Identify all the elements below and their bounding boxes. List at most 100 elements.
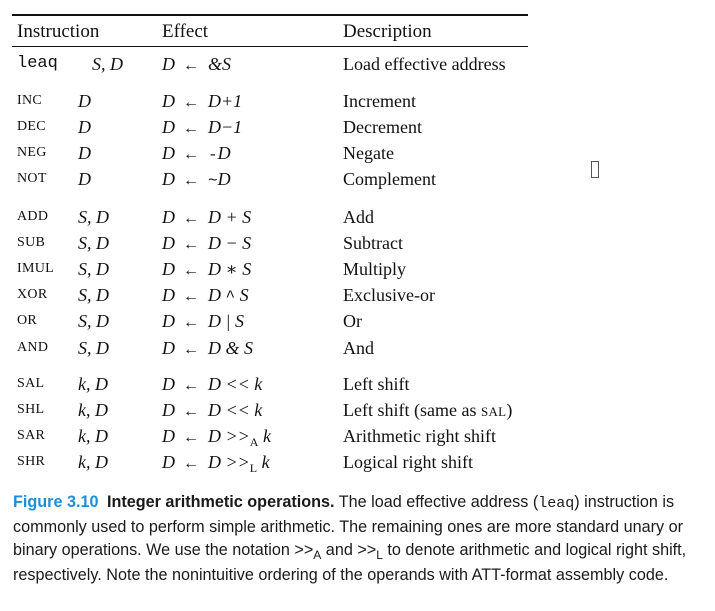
- instruction-effect: D←D << k: [162, 371, 262, 399]
- effect-operand: D: [208, 285, 226, 306]
- instruction-mnemonic: AND: [17, 339, 49, 355]
- effect-rhs: D + S: [208, 207, 252, 227]
- effect-rhs: D | S: [208, 311, 244, 332]
- instruction-operands: S, D: [78, 207, 109, 227]
- assign-arrow-icon: ←: [183, 377, 199, 394]
- instruction-operands: k, D: [78, 426, 108, 447]
- caption-text-4: to denote arithmetic and logical right s…: [13, 541, 687, 584]
- effect-destination: D: [162, 117, 175, 138]
- instruction-description: Decrement: [343, 117, 422, 138]
- instruction-effect: D←D − S: [162, 230, 251, 258]
- caption-text-1: The load effective address (: [334, 493, 539, 511]
- instruction-operands: S, D: [78, 285, 109, 306]
- effect-destination: D: [162, 233, 175, 254]
- effect-operand: D >>: [208, 452, 250, 473]
- instruction-mnemonic: SUB: [17, 235, 46, 251]
- instruction-mnemonic: SHL: [17, 402, 45, 418]
- effect-destination: D: [162, 259, 175, 280]
- instruction-description: Or: [343, 311, 362, 332]
- instruction-operands: S, D: [92, 54, 123, 74]
- effect-shift-subscript: L: [249, 461, 258, 476]
- instruction-description: Add: [343, 207, 374, 227]
- effect-unary-op: -: [208, 146, 218, 165]
- instruction-effect: D ← D | S: [162, 308, 244, 336]
- instruction-effect: D←D >>L k: [162, 449, 270, 477]
- effect-operand: D: [217, 169, 231, 190]
- instruction-effect: D←-D: [162, 140, 231, 168]
- instruction-operands: k, D: [78, 400, 108, 421]
- effect-rhs: D << k: [208, 400, 263, 421]
- instruction-mnemonic: SAL: [17, 376, 45, 391]
- effect-destination: D: [162, 452, 175, 473]
- instruction-operands: D: [78, 117, 91, 138]
- figure-label: Figure 3.10: [13, 493, 99, 511]
- caption-title: Integer arithmetic operations.: [106, 493, 335, 511]
- assign-arrow-icon: ←: [183, 288, 199, 306]
- missing-glyph-box: [591, 161, 599, 178]
- instruction-description: Negate: [343, 143, 394, 164]
- instruction-effect: D←D >>A k: [162, 423, 271, 451]
- instruction-mnemonic: INC: [17, 93, 43, 108]
- effect-operand: S: [235, 285, 249, 306]
- effect-destination: D: [162, 207, 175, 227]
- description-smallcaps: SAL: [480, 404, 507, 420]
- instruction-description: Multiply: [343, 259, 407, 280]
- effect-rhs: D << k: [208, 374, 263, 394]
- assign-arrow-icon: ←: [183, 262, 199, 280]
- instruction-effect: D ← D ∗ S: [162, 256, 251, 284]
- instruction-operands: D: [78, 91, 91, 111]
- caption-sub-a: A: [313, 548, 322, 562]
- effect-destination: D: [162, 337, 175, 358]
- assign-arrow-icon: ←: [183, 314, 199, 332]
- assign-arrow-icon: ←: [183, 403, 199, 421]
- effect-rhs: D & S: [208, 337, 253, 358]
- effect-destination: D: [162, 400, 175, 421]
- effect-operand: k: [257, 452, 270, 473]
- assign-arrow-icon: ←: [183, 94, 199, 111]
- effect-rhs: D ∗ S: [208, 259, 252, 280]
- effect-destination: D: [162, 285, 175, 306]
- caption-text-3: and: [321, 541, 358, 559]
- instruction-effect: D←D & S: [162, 335, 253, 363]
- figure-caption: Figure 3.10 Integer arithmetic operation…: [13, 491, 711, 587]
- effect-operand: D: [217, 143, 231, 164]
- instruction-operands: D: [78, 169, 91, 190]
- assign-arrow-icon: ←: [183, 236, 199, 254]
- instruction-mnemonic: NEG: [17, 145, 47, 161]
- instruction-description: Subtract: [343, 233, 403, 254]
- instruction-operands: k, D: [78, 452, 108, 473]
- instruction-operands: S, D: [78, 337, 109, 358]
- assign-arrow-icon: ←: [183, 120, 199, 138]
- instruction-effect: D←&S: [162, 51, 231, 79]
- instruction-description: Complement: [343, 169, 436, 190]
- effect-destination: D: [162, 143, 175, 164]
- instruction-mnemonic: DEC: [17, 119, 46, 135]
- instruction-operands: D: [78, 143, 91, 164]
- instruction-effect: D←D−1: [162, 114, 242, 142]
- instruction-mnemonic: XOR: [17, 287, 48, 303]
- effect-shift-subscript: A: [249, 435, 259, 450]
- instruction-description: Logical right shift: [343, 452, 473, 473]
- caption-code-leaq: leaq: [538, 495, 575, 512]
- instruction-operands: k, D: [78, 374, 108, 394]
- instruction-description: Exclusive-or: [343, 285, 435, 306]
- effect-unary-op: ~: [208, 172, 218, 191]
- instruction-effect: D←~D: [162, 166, 231, 194]
- instruction-operands: S, D: [78, 259, 109, 280]
- instruction-mnemonic: SAR: [17, 428, 46, 444]
- effect-xor-op: ^: [225, 288, 236, 307]
- instruction-mnemonic: ADD: [17, 209, 49, 224]
- effect-destination: D: [162, 311, 175, 332]
- instruction-effect: D ← D << k: [162, 397, 262, 425]
- instruction-effect: D←D + S: [162, 204, 251, 232]
